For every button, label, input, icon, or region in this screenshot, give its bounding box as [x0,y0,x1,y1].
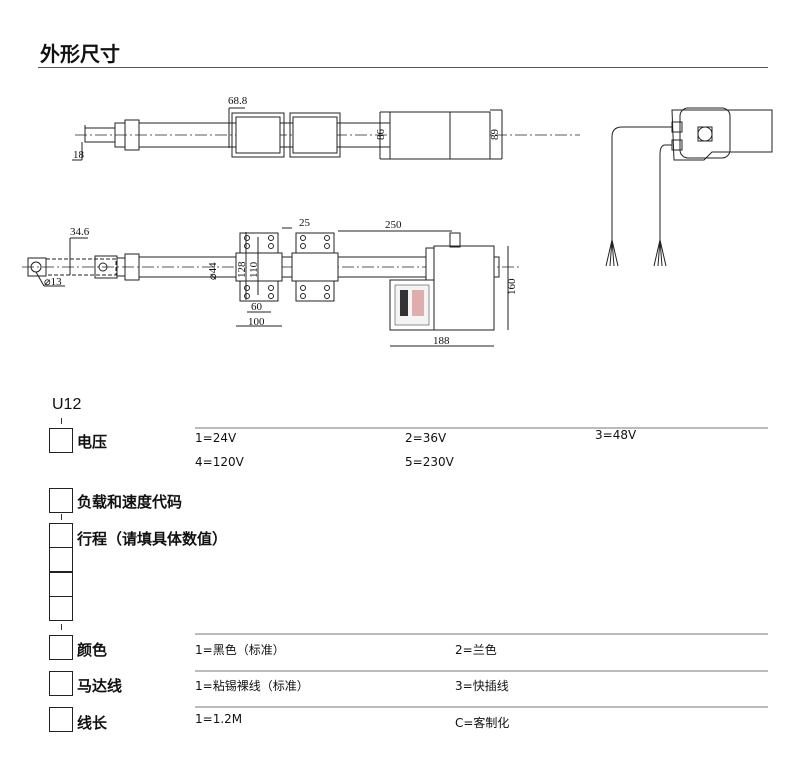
voltage-option: 4=120V [195,455,244,469]
divider [195,633,768,635]
load-speed-code-box[interactable] [49,488,73,513]
connector-tick [61,514,62,520]
stroke-digit-box[interactable] [49,596,73,621]
dim-128: 128 [236,261,248,278]
stroke-digit-box[interactable] [49,523,73,548]
dim-tube-44: ⌀44 [207,262,219,280]
motor-wire-code-box[interactable] [49,671,73,696]
voltage-option: 1=24V [195,431,237,445]
color-option: 1=黑色（标准） [195,643,285,657]
end-view [605,107,773,267]
voltage-option: 2=36V [405,431,447,445]
dim-34-6: 34.6 [70,226,90,238]
connector-tick [61,624,62,630]
load-speed-label: 负载和速度代码 [77,493,183,511]
dim-18: 18 [73,149,85,161]
actuator-dimension-drawing: 68.8 18 86 89 [22,95,773,347]
side-view: 34.6 ⌀13 ⌀44 128 110 60 100 25 250 160 1… [22,217,520,347]
model-code: U12 [52,396,82,413]
voltage-code-box[interactable] [49,428,73,453]
dim-100: 100 [248,316,265,328]
dim-110: 110 [248,261,260,278]
dim-250: 250 [385,219,402,231]
stroke-digit-box[interactable] [49,547,73,572]
color-option: 2=兰色 [455,643,497,657]
dim-86: 86 [375,129,387,141]
motor-wire-option: 3=快插线 [455,679,509,693]
dim-188: 188 [433,335,450,347]
wire-length-label: 线长 [77,714,108,732]
color-label: 颜色 [77,641,108,659]
dim-160: 160 [506,278,518,295]
wire-length-option: C=客制化 [455,716,510,730]
section-title: 外形尺寸 [40,42,120,66]
motor-wire-label: 马达线 [77,677,123,695]
dim-89: 89 [489,129,501,141]
motor-wire-option: 1=粘锡裸线（标准） [195,679,309,693]
voltage-label: 电压 [77,433,108,451]
voltage-option: 3=48V [595,428,637,442]
title-divider [38,67,768,68]
divider [195,427,768,429]
divider [195,706,768,708]
dim-hole-13: ⌀13 [44,276,62,288]
top-view: 68.8 18 86 89 [72,95,580,161]
color-code-box[interactable] [49,635,73,660]
voltage-option: 5=230V [405,455,454,469]
connector-tick [61,418,62,424]
wire-length-option: 1=1.2M [195,712,243,726]
divider [195,670,768,672]
dim-68-8: 68.8 [228,95,248,107]
stroke-digit-box[interactable] [49,572,73,597]
stroke-label: 行程（请填具体数值） [77,530,228,548]
wire-length-code-box[interactable] [49,707,73,732]
dim-25: 25 [299,217,311,229]
dim-60: 60 [251,301,263,313]
